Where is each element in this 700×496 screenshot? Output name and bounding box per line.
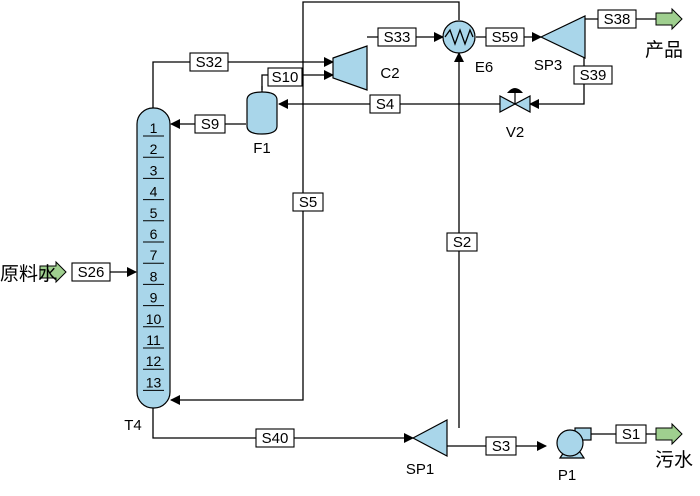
valve-v2[interactable]	[499, 88, 531, 113]
pump-p1[interactable]	[556, 427, 592, 459]
svg-text:S39: S39	[580, 67, 607, 84]
stream-label-s59: S59	[485, 27, 525, 47]
stream-label-s40: S40	[255, 428, 295, 448]
tray-label: 2	[150, 141, 158, 157]
tray-label: 12	[146, 353, 162, 369]
stream-label-s1: S1	[615, 424, 647, 444]
equipment-label-sp1: SP1	[406, 461, 434, 478]
pump-icon	[556, 429, 584, 457]
wastewater-arrow-icon	[655, 422, 683, 446]
tray-label: 4	[150, 184, 158, 200]
equipment-label-f1: F1	[253, 140, 271, 157]
stream-label-s39: S39	[573, 65, 613, 85]
compressor-icon	[332, 45, 368, 91]
stream-line-s32	[152, 57, 334, 108]
distillation-column-t4[interactable]	[136, 107, 171, 409]
equipment-label-t4: T4	[124, 417, 142, 434]
svg-text:S33: S33	[384, 29, 411, 46]
stream-label-s38: S38	[597, 9, 637, 29]
svg-text:S40: S40	[262, 430, 289, 447]
flash-drum-f1[interactable]	[246, 86, 278, 135]
tray-label: 10	[146, 311, 162, 327]
tray-label: 11	[146, 332, 161, 348]
stream-label-s32: S32	[189, 52, 229, 72]
stream-line-s40	[152, 408, 414, 443]
equipment-label-e6: E6	[475, 59, 493, 76]
splitter-icon	[539, 15, 586, 59]
wastewater-label: 污水	[655, 449, 693, 471]
feed-water-label: 原料水	[0, 263, 57, 285]
equipment-label-sp3: SP3	[534, 57, 562, 74]
tray-label: 9	[150, 290, 158, 306]
svg-text:S59: S59	[492, 29, 519, 46]
feed-arrow-icon	[39, 260, 67, 284]
heat-exchanger-icon	[442, 20, 476, 54]
svg-text:S5: S5	[299, 194, 317, 211]
stream-label-s33: S33	[377, 27, 417, 47]
equipment-label-p1: P1	[558, 467, 576, 484]
splitter-sp3[interactable]	[539, 15, 586, 59]
stream-label-s3: S3	[485, 436, 517, 456]
tray-label: 8	[150, 268, 158, 284]
stream-label-s26: S26	[71, 262, 111, 282]
svg-text:S38: S38	[604, 11, 631, 28]
svg-text:S4: S4	[376, 96, 394, 113]
tray-label: 1	[150, 120, 158, 136]
flash-drum-icon	[246, 91, 278, 135]
equipment-label-c2: C2	[380, 65, 399, 82]
product-label: 产品	[645, 39, 683, 61]
compressor-c2[interactable]	[332, 45, 368, 91]
tray-label: 5	[150, 205, 158, 221]
svg-text:S2: S2	[453, 234, 471, 251]
stream-label-s2: S2	[446, 232, 478, 252]
svg-text:S9: S9	[201, 116, 219, 133]
tray-label: 7	[150, 247, 158, 263]
product-arrow-icon	[655, 7, 683, 31]
svg-text:S1: S1	[622, 426, 640, 443]
tray-label: 13	[146, 374, 162, 390]
stream-label-s9: S9	[194, 114, 226, 134]
stream-label-s4: S4	[369, 94, 401, 114]
stream-line-s5	[170, 1, 460, 405]
splitter-icon	[411, 419, 448, 457]
svg-text:S26: S26	[78, 264, 105, 281]
svg-text:S10: S10	[272, 69, 299, 86]
column-shell-icon	[136, 107, 171, 409]
equipment-label-v2: V2	[506, 124, 524, 141]
tray-label: 3	[150, 162, 158, 178]
stream-label-s10: S10	[267, 67, 303, 87]
stream-line-s10	[261, 70, 334, 90]
stream-label-s5: S5	[292, 192, 324, 212]
svg-text:S32: S32	[196, 54, 223, 71]
tray-label: 6	[150, 226, 158, 242]
heat-exchanger-e6[interactable]	[442, 20, 476, 54]
svg-text:S3: S3	[492, 438, 510, 455]
splitter-sp1[interactable]	[411, 419, 448, 457]
